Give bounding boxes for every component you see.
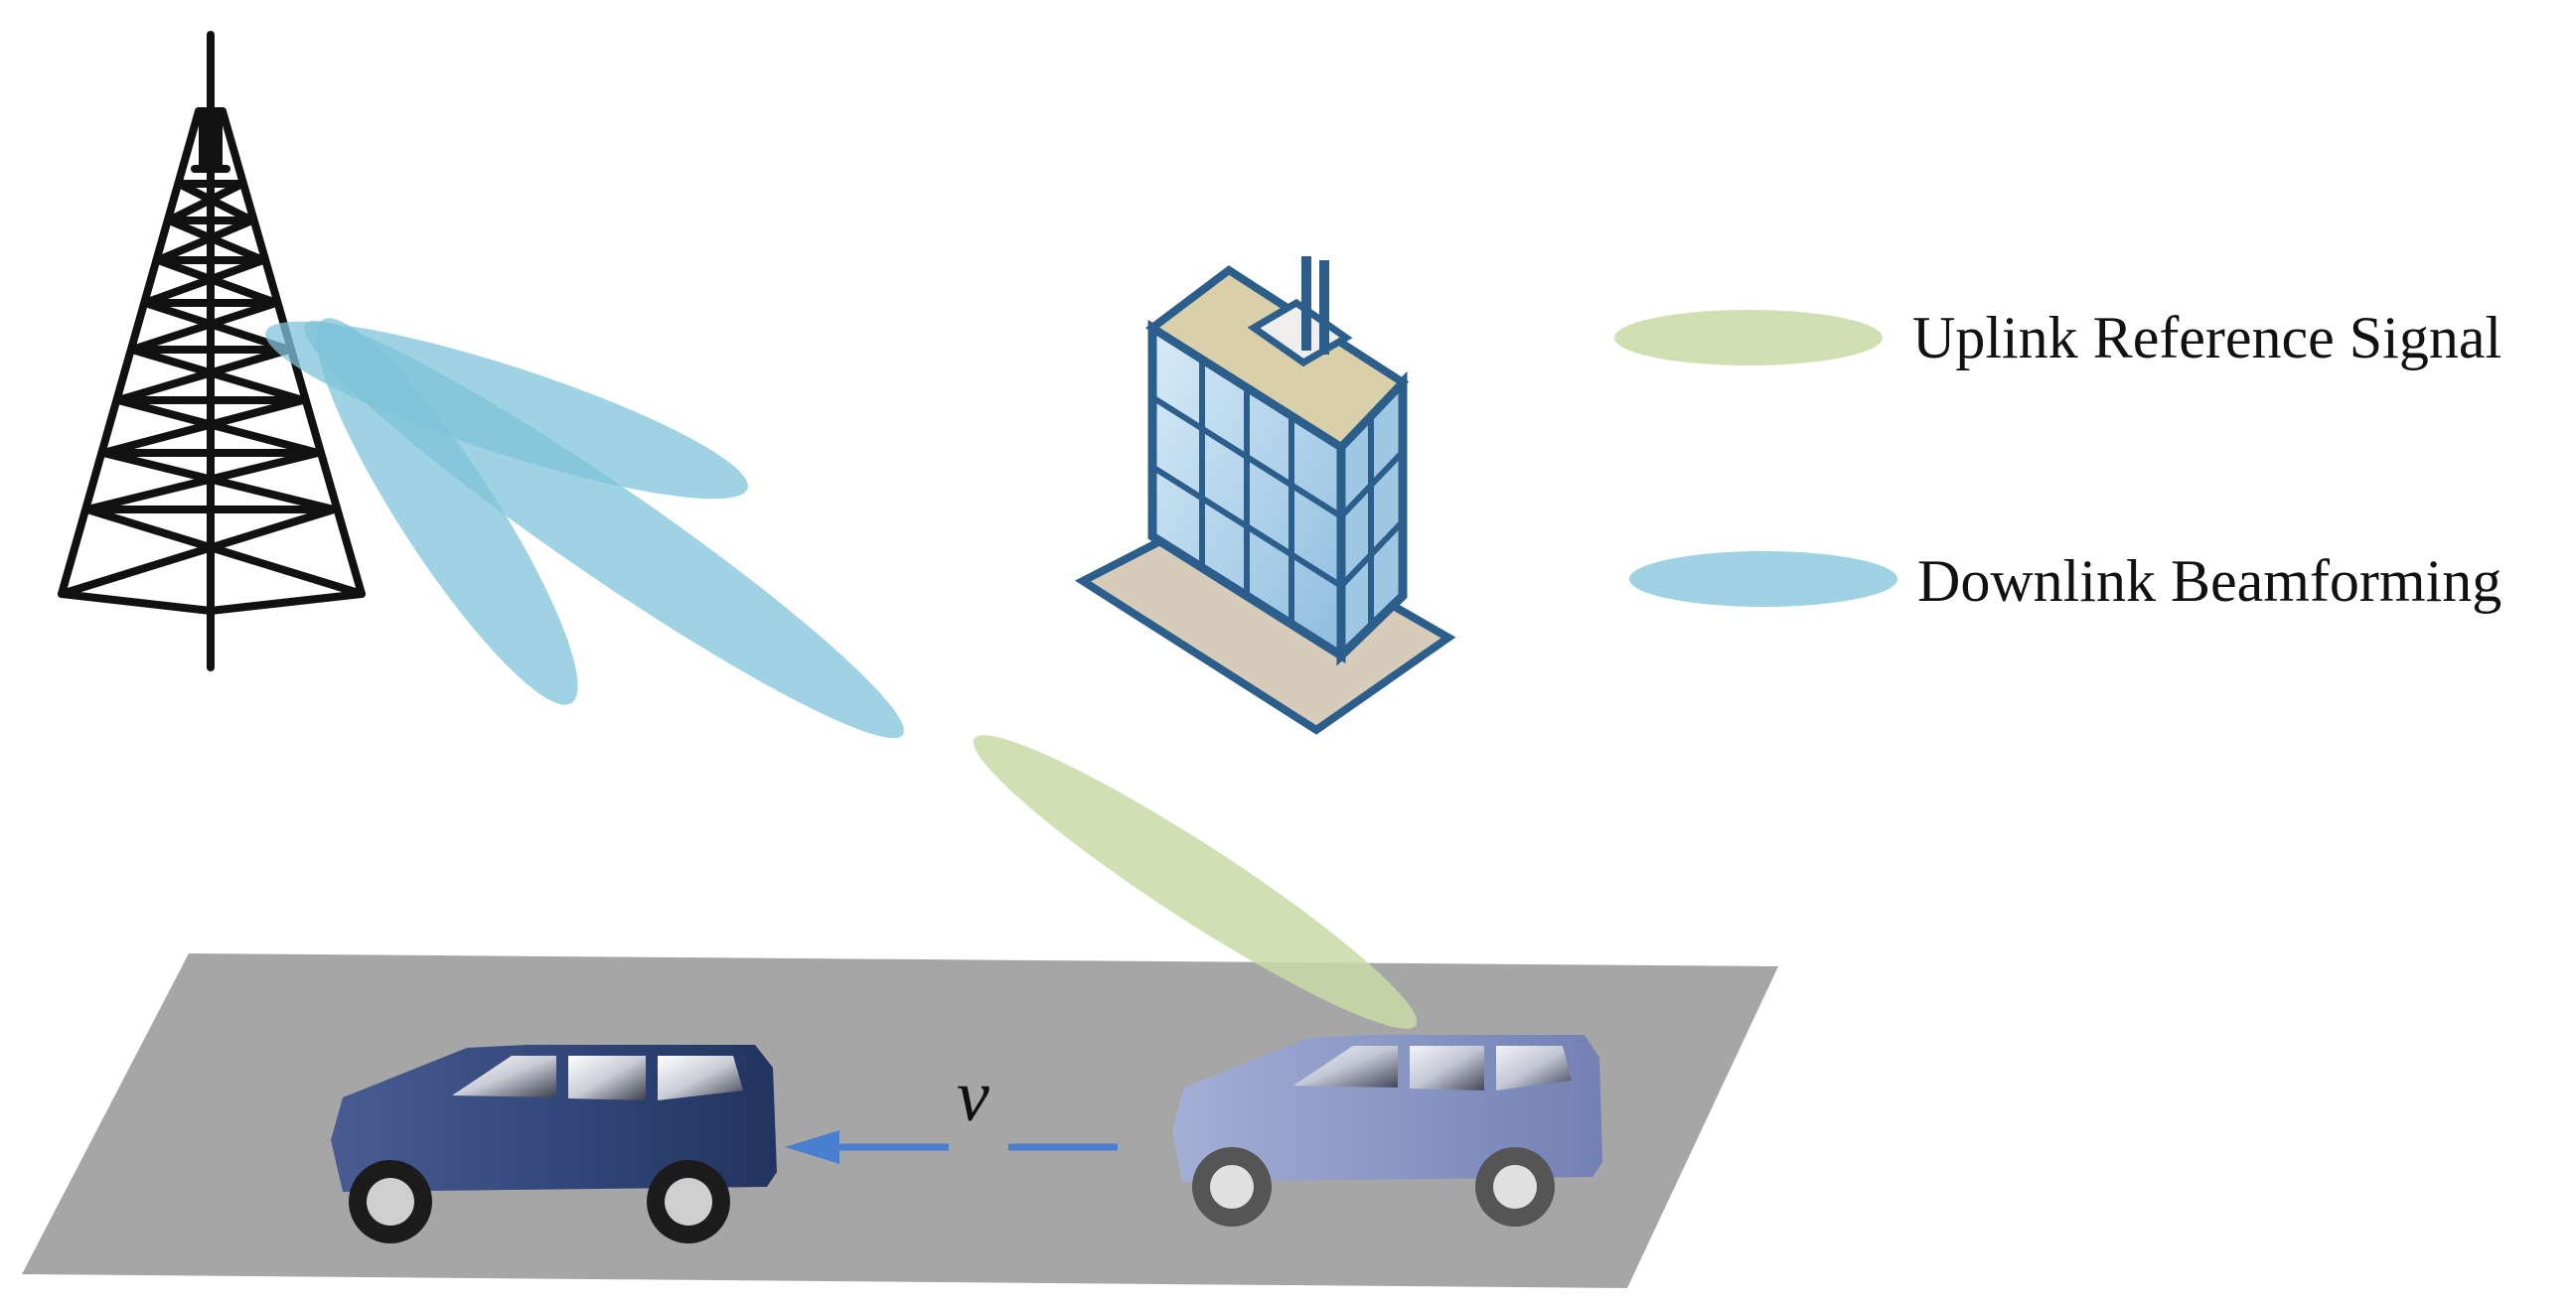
legend: Uplink Reference Signal Downlink Beamfor… [1614, 305, 2501, 614]
downlink-beams [265, 318, 904, 739]
legend-uplink-label: Uplink Reference Signal [1912, 305, 2501, 370]
building-icon [1074, 256, 1456, 735]
legend-uplink-swatch [1614, 310, 1883, 365]
tower-icon [58, 31, 366, 671]
car-icon [331, 1045, 777, 1243]
uplink-beam [973, 735, 1418, 1029]
downlink-beam-3 [304, 320, 904, 739]
legend-downlink-label: Downlink Beamforming [1917, 548, 2501, 614]
car-icon [1172, 1035, 1602, 1227]
motion-arrow [785, 1130, 1118, 1164]
velocity-label: v [957, 1056, 989, 1137]
legend-downlink-swatch [1629, 551, 1897, 607]
